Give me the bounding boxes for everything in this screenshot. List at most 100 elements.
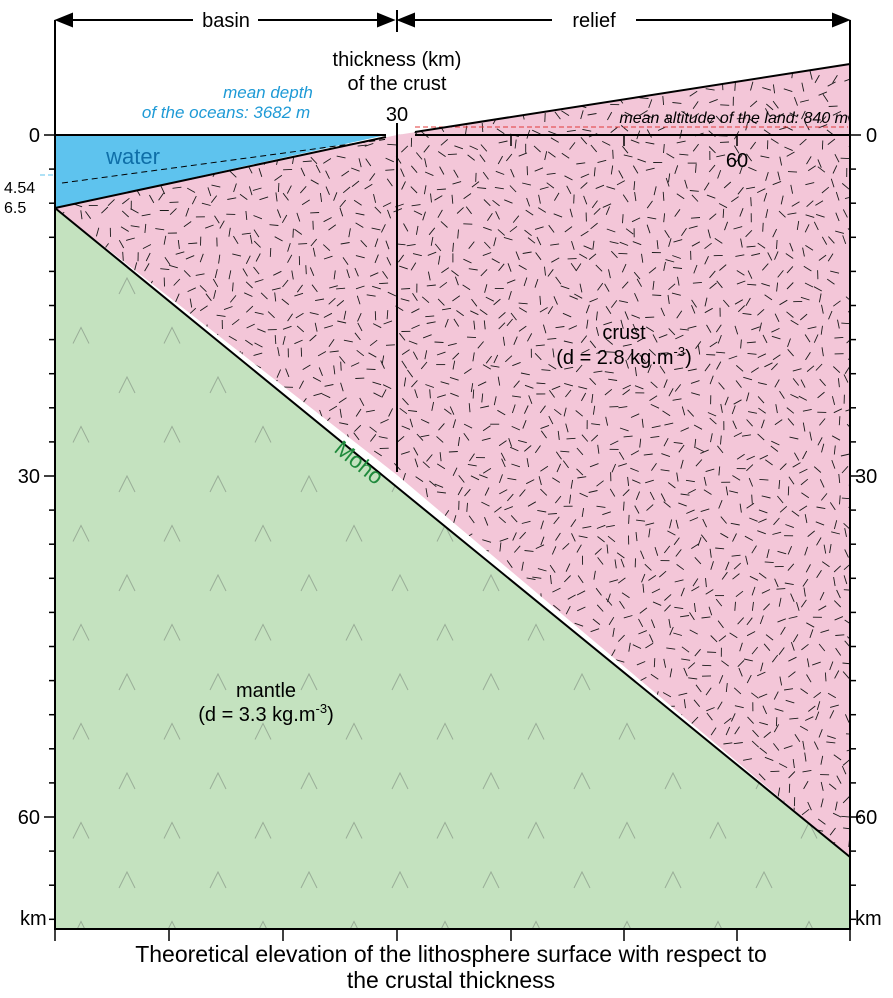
crust-dash	[589, 377, 597, 386]
mean-depth-line1: mean depth	[223, 83, 313, 102]
crust-dash	[552, 587, 561, 593]
crust-dash	[522, 251, 532, 254]
crust-dash	[332, 94, 335, 104]
crust-dash	[608, 616, 615, 626]
crust-dash	[834, 670, 840, 679]
crust-dash	[277, 347, 280, 357]
crust-dash	[761, 282, 771, 287]
crust-dash	[158, 192, 165, 201]
crust-dash	[91, 116, 100, 124]
crust-dash	[561, 110, 570, 116]
crust-dash	[809, 431, 813, 441]
crust-dash	[415, 110, 421, 119]
crust-dash	[534, 226, 544, 230]
crust-dash	[780, 195, 784, 205]
crust-dash	[620, 125, 629, 132]
crust-dash	[512, 532, 517, 541]
crust-dash	[451, 69, 457, 78]
crust-dash	[551, 257, 560, 263]
crust-dash	[130, 208, 139, 214]
crust-dash	[169, 264, 178, 269]
crust-dash	[564, 382, 574, 387]
crust-dash	[778, 210, 786, 218]
crust-dash	[622, 145, 629, 154]
crust-dash	[482, 425, 491, 432]
crust-dash	[205, 224, 214, 229]
crust-dash	[593, 167, 596, 177]
crust-dash	[569, 295, 578, 300]
crust-dash	[386, 310, 389, 320]
crust-dash	[449, 406, 455, 415]
crust-dash	[751, 494, 753, 504]
left-axis-tick-4.54: 4.54	[4, 180, 35, 197]
crust-dash	[483, 226, 492, 231]
crust-dash	[772, 531, 782, 535]
crust-dash	[466, 502, 468, 512]
crust-dash	[411, 380, 418, 388]
crust-dash	[493, 354, 499, 364]
crust-dash	[776, 239, 778, 250]
crust-dash	[554, 111, 561, 120]
crust-dash	[580, 173, 590, 179]
crust-dash	[764, 756, 774, 762]
crust-dash	[757, 308, 765, 316]
crust-dash	[480, 144, 488, 152]
crust-dash	[369, 426, 377, 433]
crust-dash	[547, 306, 554, 315]
crust-dash	[838, 416, 841, 426]
crust-dash	[560, 450, 570, 453]
crust-dash	[566, 185, 572, 195]
crust-dash	[121, 124, 124, 134]
crust-dash	[827, 253, 834, 262]
crust-dash	[494, 506, 502, 513]
crust-dash	[218, 254, 221, 264]
crust-dash	[550, 137, 559, 143]
crust-dash	[533, 145, 541, 153]
crust-dash	[661, 453, 671, 458]
crust-dash	[637, 158, 647, 163]
crust-dash	[540, 488, 548, 496]
crust-dash	[705, 88, 715, 91]
crust-dash	[668, 173, 671, 183]
crust-dash	[691, 299, 697, 308]
crust-dash	[296, 325, 305, 333]
crust-dash	[654, 546, 659, 556]
crust-dash	[374, 206, 382, 214]
crust-dash	[708, 164, 716, 173]
crust-dash	[718, 466, 721, 476]
crust-dash	[832, 110, 842, 116]
crust-dash	[228, 227, 231, 237]
crust-dash	[400, 298, 410, 302]
crust-dash	[353, 199, 362, 206]
crust-dash	[540, 520, 544, 530]
crust-dash	[590, 144, 598, 153]
crust-dash	[317, 351, 327, 357]
crust-dash	[834, 801, 838, 811]
crust-dash	[325, 186, 330, 195]
crust-dash	[400, 145, 409, 153]
crust-dash	[308, 124, 316, 132]
crust-dash	[720, 71, 730, 75]
crust-dash	[436, 188, 446, 191]
crust-dash	[254, 279, 264, 283]
crust-dash	[630, 413, 640, 418]
crust-dash	[828, 783, 837, 790]
crust-dash	[692, 578, 699, 587]
crust-dash	[508, 290, 512, 300]
crust-dash	[589, 463, 599, 468]
crust-dash	[186, 187, 196, 193]
crust-dash	[340, 361, 342, 371]
crust-dash	[751, 740, 760, 748]
crust-dash	[257, 328, 266, 333]
crust-dash	[748, 166, 757, 172]
crust-dash	[570, 479, 574, 489]
bottom-axis-ticks	[54, 929, 851, 941]
crust-dash	[663, 501, 671, 508]
crust-dash	[483, 320, 486, 330]
crust-dash	[407, 369, 414, 378]
crust-dash	[372, 323, 382, 329]
crust-dash	[537, 207, 547, 213]
crust-dash	[481, 437, 491, 441]
crust-dash	[129, 95, 136, 104]
crust-dash	[513, 380, 520, 388]
